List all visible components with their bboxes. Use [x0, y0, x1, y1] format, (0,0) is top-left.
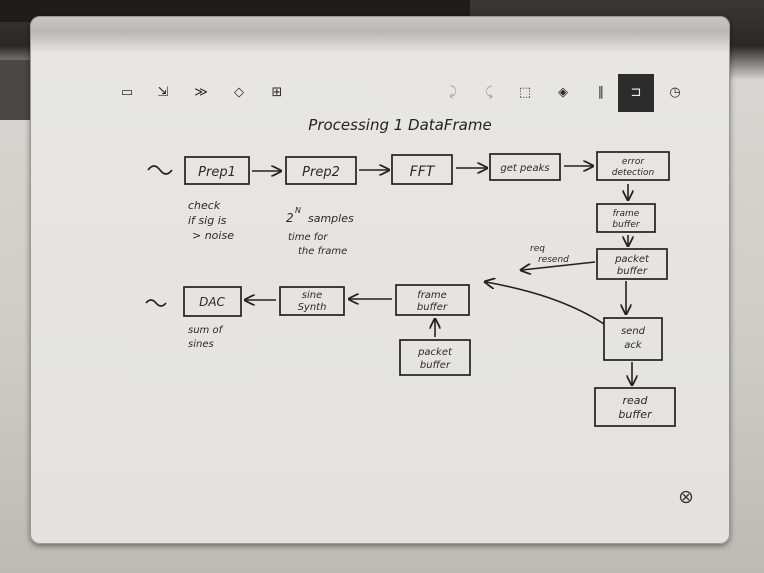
note-resend: resend	[538, 255, 569, 265]
note-n-sup: N	[295, 206, 301, 215]
note-sines: sines	[188, 339, 214, 350]
get-peaks-box	[489, 153, 561, 181]
redo-icon[interactable]: ⤹	[485, 85, 493, 100]
note-sum-of: sum of	[188, 325, 224, 336]
send-label: send	[621, 326, 646, 337]
arrow-req-resend	[522, 261, 596, 270]
frame-buffer-left-label: buffer	[417, 302, 448, 313]
packet-buffer-right-label: buffer	[617, 266, 648, 277]
frame-right-label: frame	[613, 209, 640, 219]
synth-label: Synth	[298, 302, 327, 313]
dac-box	[183, 286, 242, 317]
sine-synth-box	[279, 286, 345, 316]
packet-left-label: packet	[417, 347, 453, 358]
pin-icon[interactable]: ⊐	[618, 74, 654, 112]
close-icon[interactable]	[679, 490, 693, 504]
read-label: read	[622, 394, 648, 407]
prep1-label: Prep1	[198, 165, 236, 180]
note-time-for: time for	[288, 232, 328, 243]
prep2-box	[285, 156, 357, 185]
page-title: Processing 1 DataFrame	[308, 116, 491, 134]
get-peaks-label: get peaks	[500, 163, 549, 174]
eraser-icon[interactable]: ◇	[234, 85, 244, 100]
read-buffer-label: buffer	[618, 408, 653, 421]
input-wave	[147, 165, 173, 175]
note-two: 2	[286, 211, 294, 225]
note-req: req	[530, 244, 545, 254]
detection-label: detection	[612, 168, 655, 178]
error-detection-box	[596, 151, 670, 181]
packet-buffer-left-box	[399, 339, 471, 376]
packet-buffer-left-label: buffer	[420, 360, 451, 371]
ack-label: ack	[624, 340, 643, 351]
frame-left-label: frame	[417, 290, 447, 301]
note-if-sig: if sig is	[188, 214, 227, 227]
clock-icon[interactable]: ◷	[669, 85, 681, 100]
layers-icon[interactable]: ≫	[194, 85, 208, 100]
frame-buffer-left-box	[395, 284, 470, 316]
error-label: error	[622, 157, 645, 167]
frame-buffer-right-box	[596, 203, 656, 233]
undo-icon[interactable]: ⤸	[449, 85, 457, 100]
note-samples: samples	[308, 212, 354, 225]
send-ack-box	[603, 317, 663, 361]
tablet-device	[30, 16, 730, 544]
note-the-frame: the frame	[298, 246, 347, 257]
note-check: check	[188, 199, 221, 212]
fft-box	[391, 154, 453, 185]
export-icon[interactable]: ⇲	[157, 85, 169, 100]
prep2-label: Prep2	[302, 165, 340, 180]
dac-label: DAC	[199, 295, 225, 309]
output-wave	[145, 299, 167, 307]
read-buffer-box	[594, 387, 676, 427]
buffer-right-label: buffer	[612, 220, 640, 230]
grid-icon[interactable]: ⊞	[271, 85, 283, 100]
packet-buffer-right-box	[596, 248, 668, 280]
pen-icon[interactable]: ◈	[558, 85, 568, 100]
arrow-send-to-frame	[486, 282, 605, 325]
columns-icon[interactable]: ∥	[597, 85, 605, 100]
prep1-box	[184, 156, 250, 185]
note-noise: > noise	[192, 229, 234, 242]
select-icon[interactable]: ⬚	[518, 85, 532, 100]
sine-label: sine	[302, 290, 322, 301]
fft-label: FFT	[410, 164, 436, 180]
packet-right-label: packet	[614, 254, 650, 265]
notebook-icon[interactable]: ▭	[120, 85, 134, 100]
